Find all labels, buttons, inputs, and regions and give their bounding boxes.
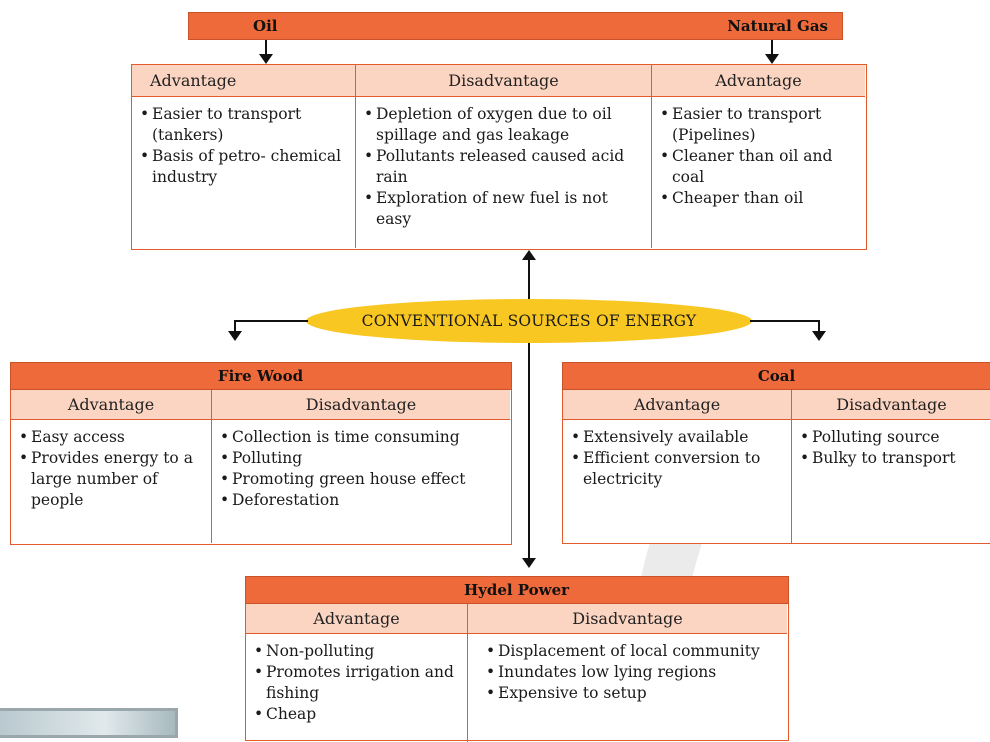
- list-item: Cheap: [254, 704, 459, 725]
- list-item: Provides energy to a large number of peo…: [19, 448, 203, 511]
- list-item: Promoting green house effect: [220, 469, 502, 490]
- list-item: Inundates low lying regions: [486, 662, 779, 683]
- hydel-advantage-header: Advantage: [246, 604, 468, 634]
- coal-table: Coal Advantage Disadvantage Extensively …: [562, 362, 990, 544]
- right-branch-line: [750, 320, 820, 322]
- oil-arrow-head-icon: [259, 54, 273, 64]
- center-up-line: [528, 258, 530, 300]
- oil-gas-table: Advantage Disadvantage Advantage Easier …: [131, 64, 867, 250]
- list-item: Efficient conversion to electricity: [571, 448, 783, 490]
- list-item: Easier to transport (tankers): [140, 104, 347, 146]
- coal-title: Coal: [758, 367, 795, 385]
- up-arrow-head-icon: [522, 250, 536, 260]
- oil-title: Oil: [253, 17, 277, 35]
- oil-gas-header-bar: Oil Natural Gas: [188, 12, 843, 40]
- oil-advantage-header: Advantage: [132, 65, 356, 97]
- coal-title-bar: Coal: [562, 362, 990, 390]
- oil-advantages-column: Easier to transport (tankers) Basis of p…: [132, 97, 356, 248]
- oil-disadvantage-header: Disadvantage: [356, 65, 652, 97]
- firewood-disadvantages-column: Collection is time consuming Polluting P…: [212, 420, 510, 543]
- gas-advantages-column: Easier to transport (Pipelines) Cleaner …: [652, 97, 865, 248]
- hydel-title-bar: Hydel Power: [245, 576, 789, 604]
- coal-disadvantages-column: Polluting source Bulky to transport: [792, 420, 990, 543]
- coal-disadvantage-header: Disadvantage: [792, 390, 990, 420]
- list-item: Promotes irrigation and fishing: [254, 662, 459, 704]
- list-item: Bulky to transport: [800, 448, 990, 469]
- list-item: Expensive to setup: [486, 683, 779, 704]
- list-item: Non-polluting: [254, 641, 459, 662]
- firewood-table: Fire Wood Advantage Disadvantage Easy ac…: [10, 362, 512, 545]
- firewood-arrow-head-icon: [228, 331, 242, 341]
- gas-advantage-header: Advantage: [652, 65, 865, 97]
- hydel-disadvantage-header: Disadvantage: [468, 604, 787, 634]
- list-item: Extensively available: [571, 427, 783, 448]
- firewood-title-bar: Fire Wood: [10, 362, 512, 390]
- coal-arrow-head-icon: [812, 331, 826, 341]
- list-item: Collection is time consuming: [220, 427, 502, 448]
- hydel-arrow-head-icon: [522, 558, 536, 568]
- center-label: CONVENTIONAL SOURCES OF ENERGY: [362, 312, 697, 330]
- hydel-title: Hydel Power: [464, 581, 569, 599]
- hydel-advantages-column: Non-polluting Promotes irrigation and fi…: [246, 634, 468, 742]
- coal-advantage-header: Advantage: [563, 390, 792, 420]
- oil-disadvantages-column: Depletion of oxygen due to oil spillage …: [356, 97, 652, 248]
- firewood-advantage-header: Advantage: [11, 390, 212, 420]
- list-item: Displacement of local community: [486, 641, 779, 662]
- center-down-line: [528, 343, 530, 563]
- list-item: Basis of petro- chemical industry: [140, 146, 347, 188]
- list-item: Polluting: [220, 448, 502, 469]
- corner-image: [0, 708, 178, 738]
- firewood-disadvantage-header: Disadvantage: [212, 390, 510, 420]
- natural-gas-title: Natural Gas: [727, 17, 828, 35]
- list-item: Cheaper than oil: [660, 188, 857, 209]
- list-item: Exploration of new fuel is not easy: [364, 188, 643, 230]
- list-item: Cleaner than oil and coal: [660, 146, 857, 188]
- hydel-disadvantages-column: Displacement of local community Inundate…: [468, 634, 787, 742]
- coal-advantages-column: Extensively available Efficient conversi…: [563, 420, 792, 543]
- firewood-title: Fire Wood: [218, 367, 303, 385]
- list-item: Deforestation: [220, 490, 502, 511]
- list-item: Depletion of oxygen due to oil spillage …: [364, 104, 643, 146]
- gas-arrow-head-icon: [765, 54, 779, 64]
- left-branch-line: [234, 320, 308, 322]
- list-item: Pollutants released caused acid rain: [364, 146, 643, 188]
- list-item: Polluting source: [800, 427, 990, 448]
- list-item: Easier to transport (Pipelines): [660, 104, 857, 146]
- list-item: Easy access: [19, 427, 203, 448]
- hydel-table: Hydel Power Advantage Disadvantage Non-p…: [245, 576, 789, 741]
- firewood-advantages-column: Easy access Provides energy to a large n…: [11, 420, 212, 543]
- conventional-sources-ellipse: CONVENTIONAL SOURCES OF ENERGY: [306, 299, 752, 343]
